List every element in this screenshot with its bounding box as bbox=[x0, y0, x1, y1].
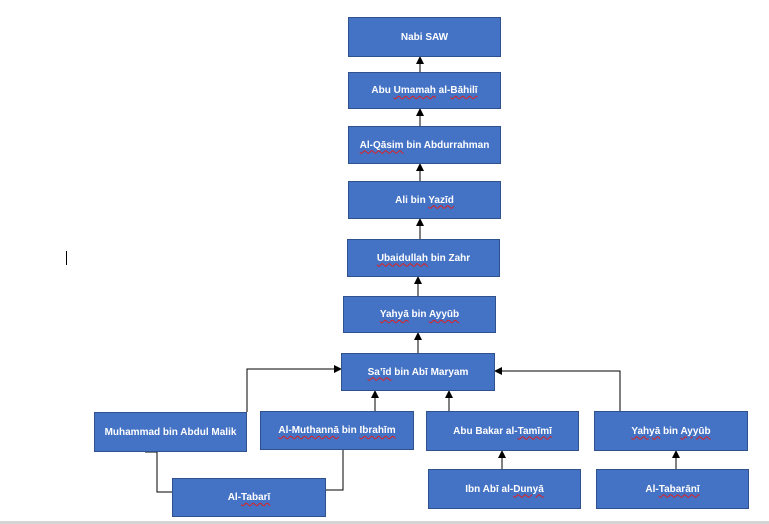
label-text: bin bbox=[408, 309, 429, 320]
node-al-qasim[interactable]: Al-Qāsim bin Abdurrahman bbox=[348, 126, 501, 164]
node-al-tabarani[interactable]: Al-Tabarānī bbox=[596, 469, 749, 509]
node-said[interactable]: Sa’īd bin Abī Maryam bbox=[341, 353, 495, 391]
label-text: bin Abdurrahman bbox=[403, 139, 490, 151]
label-text: bin bbox=[338, 425, 360, 436]
node-ubaidullah[interactable]: Ubaidullah bin Zahr bbox=[347, 239, 500, 277]
connector-al-tabari-to-muhammad bbox=[145, 451, 172, 493]
spellcheck-flagged-word: Yahyā bbox=[379, 309, 409, 320]
node-label: Al-Qāsim bin Abdurrahman bbox=[360, 140, 490, 151]
label-text: bin Zahr bbox=[427, 252, 471, 264]
spellcheck-flagged-word: Ibrahīm bbox=[359, 425, 396, 436]
connector-yahya-2-to-said bbox=[494, 367, 621, 411]
label-text: Abu bbox=[371, 85, 394, 96]
node-yahya-1[interactable]: Yahyā bin Ayyūb bbox=[343, 296, 496, 333]
connector-muhammad-to-said bbox=[246, 365, 342, 412]
spellcheck-flagged-word: Al-Qāsim bbox=[359, 139, 404, 151]
node-label: Abu Bakar al-Tamīmī bbox=[453, 426, 552, 437]
label-text: al- bbox=[435, 85, 451, 96]
node-label: Al-Tabarī bbox=[228, 492, 271, 503]
spellcheck-flagged-word: Al-Muthannā bbox=[278, 425, 339, 436]
node-label: Ali bin Yazīd bbox=[395, 195, 454, 206]
spellcheck-flagged-word: Ayyūb bbox=[428, 309, 460, 320]
spellcheck-flagged-word: Yazīd bbox=[428, 194, 454, 206]
label-text: Abu Bakar al- bbox=[453, 425, 518, 437]
spellcheck-flagged-word: Ubaidullah bbox=[376, 252, 428, 264]
node-label: Al-Muthannā bin Ibrahīm bbox=[278, 425, 395, 436]
spellcheck-flagged-word: Umamah bbox=[393, 85, 436, 96]
label-text: Muhammad bin Abdul Malik bbox=[104, 426, 237, 438]
node-label: Abu Umamah al-Bāhilī bbox=[371, 85, 477, 96]
node-label: Nabi SAW bbox=[401, 32, 448, 43]
node-nabi-saw[interactable]: Nabi SAW bbox=[348, 17, 501, 57]
label-text: Ali bin bbox=[395, 194, 429, 206]
node-label: Sa’īd bin Abī Maryam bbox=[368, 367, 469, 378]
page-bottom-edge bbox=[0, 521, 769, 524]
node-abu-bakar[interactable]: Abu Bakar al-Tamīmī bbox=[426, 411, 579, 451]
node-yahya-2[interactable]: Yahyā bin Ayyūb bbox=[594, 411, 748, 451]
node-al-tabari[interactable]: Al-Tabarī bbox=[172, 478, 326, 517]
text-cursor bbox=[66, 251, 67, 265]
label-text: Al- bbox=[227, 492, 242, 503]
label-text: Nabi SAW bbox=[400, 31, 449, 43]
spellcheck-flagged-word: Tabarī bbox=[241, 492, 271, 503]
spellcheck-flagged-word: Bāhilī bbox=[450, 85, 478, 96]
connector-al-tabari-to-al-muthanna bbox=[326, 450, 344, 491]
node-abu-umamah[interactable]: Abu Umamah al-Bāhilī bbox=[348, 72, 501, 109]
node-label: Muhammad bin Abdul Malik bbox=[105, 427, 237, 438]
node-label: Yahyā bin Ayyūb bbox=[631, 426, 710, 437]
label-text: Al- bbox=[645, 483, 659, 495]
node-label: Ubaidullah bin Zahr bbox=[377, 253, 470, 264]
node-muhammad[interactable]: Muhammad bin Abdul Malik bbox=[94, 412, 247, 452]
label-text: bin bbox=[660, 425, 681, 437]
node-label: Al-Tabarānī bbox=[645, 484, 699, 495]
node-label: Yahyā bin Ayyūb bbox=[380, 309, 459, 320]
node-label: Ibn Abī al-Dunyā bbox=[465, 484, 544, 495]
spellcheck-flagged-word: Tabarānī bbox=[658, 483, 700, 495]
node-ibn-abi[interactable]: Ibn Abī al-Dunyā bbox=[428, 469, 581, 509]
spellcheck-flagged-word: Yahyā bbox=[631, 425, 661, 437]
node-al-muthanna[interactable]: Al-Muthannā bin Ibrahīm bbox=[260, 411, 414, 450]
spellcheck-flagged-word: Tamīmī bbox=[517, 425, 552, 437]
spellcheck-flagged-word: Ayyūb bbox=[680, 425, 711, 437]
spellcheck-flagged-word: Sa’īd bbox=[367, 366, 392, 378]
spellcheck-flagged-word: Dunyā bbox=[513, 483, 544, 495]
label-text: Ibn Abī al- bbox=[465, 483, 514, 495]
label-text: bin Abī Maryam bbox=[391, 366, 469, 378]
node-ali-bin-yazid[interactable]: Ali bin Yazīd bbox=[348, 181, 501, 219]
